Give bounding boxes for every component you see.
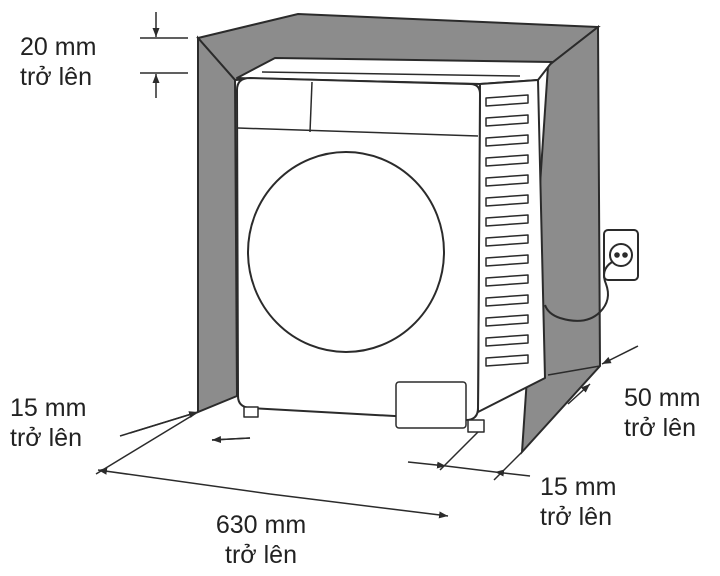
front-clearance-arrow-a: [407, 461, 447, 469]
front-clearance-label: 15 mm trở lên: [540, 472, 616, 532]
vent-slat: [485, 94, 529, 107]
machine-foot-left: [243, 406, 259, 418]
washing-machine-icon: [236, 57, 553, 433]
left-wall: [197, 35, 239, 414]
front-clearance-suffix: trở lên: [540, 503, 612, 531]
vent-slat: [485, 294, 529, 307]
vent-slat: [485, 134, 529, 147]
back-clearance-arrow-a: [601, 345, 639, 365]
vent-slat: [485, 174, 529, 187]
width-clearance-value: 630 mm: [215, 511, 307, 539]
width-arrow-left: [97, 467, 271, 495]
dimension-lines: [95, 12, 639, 519]
top-clearance-value: 20 mm: [20, 33, 97, 61]
vent-slat: [485, 274, 529, 287]
back-clearance-arrow-b: [567, 383, 591, 405]
left-clearance-arrow-in: [129, 411, 199, 434]
top-clearance-suffix: trở lên: [20, 63, 92, 91]
back-clearance-suffix: trở lên: [624, 414, 696, 442]
vent-slat: [485, 214, 529, 227]
vent-slat: [485, 334, 529, 347]
left-clearance-label: 15 mm trở lên: [10, 393, 86, 453]
front-clearance-value: 15 mm: [540, 473, 617, 501]
power-cable: [544, 261, 613, 322]
vent-slat: [485, 314, 529, 327]
vent-slat: [485, 154, 529, 167]
vent-slat: [485, 194, 529, 207]
back-clearance-label: 50 mm trở lên: [624, 383, 700, 443]
wall-outlet-icon: [603, 229, 639, 281]
width-clearance-suffix: trở lên: [225, 541, 297, 569]
vent-slat: [485, 354, 529, 367]
width-clearance-label: 630 mm trở lên: [196, 510, 326, 570]
vent-slat: [485, 114, 529, 127]
width-arrow-right: [269, 493, 449, 519]
top-clearance-label: 20 mm trở lên: [20, 32, 96, 92]
vent-slat: [485, 234, 529, 247]
left-clearance-suffix: trở lên: [10, 424, 82, 452]
machine-foot-right: [467, 419, 485, 433]
vent-slat: [485, 254, 529, 267]
machine-door: [247, 151, 445, 353]
back-clearance-value: 50 mm: [624, 384, 701, 412]
left-clearance-value: 15 mm: [10, 394, 87, 422]
front-clearance-ext: [439, 431, 479, 471]
filter-cover: [395, 381, 467, 429]
width-extension-left: [95, 411, 199, 475]
side-vents: [485, 94, 529, 367]
